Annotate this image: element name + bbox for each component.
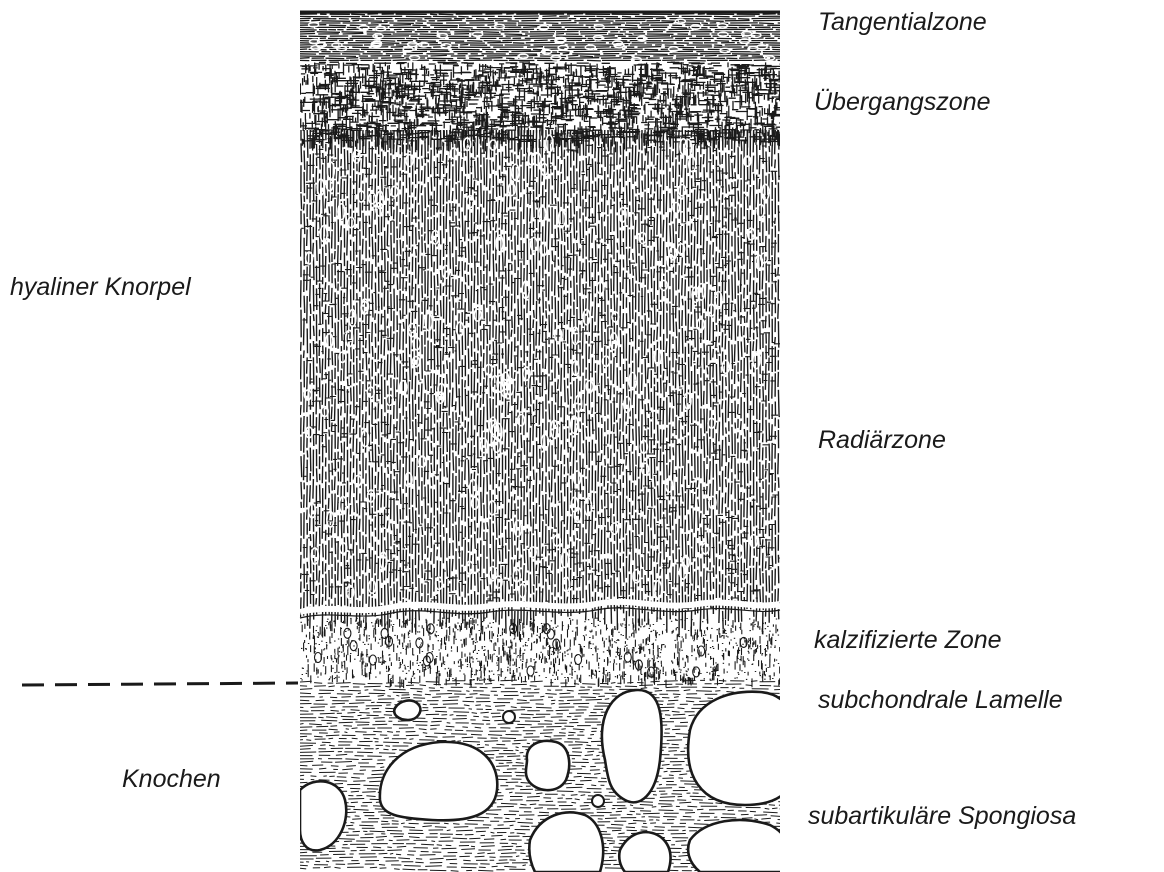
tangential-zone-texture bbox=[300, 12, 806, 62]
vessel-canal-2 bbox=[592, 795, 604, 807]
marrow-cavity-1 bbox=[380, 742, 497, 820]
transition-zone-label: Übergangszone bbox=[814, 90, 991, 115]
marrow-cavity-9 bbox=[394, 701, 420, 720]
marrow-cavity-8 bbox=[688, 820, 792, 872]
marrow-cavity-5 bbox=[300, 781, 346, 850]
subchondral-bone-texture bbox=[300, 680, 798, 872]
marrow-cavity-4 bbox=[688, 692, 798, 805]
calcified-zone-label: kalzifizierte Zone bbox=[814, 628, 1002, 653]
vessel-canal-1 bbox=[503, 711, 515, 723]
cartilage-bone-boundary-dashed-line bbox=[22, 683, 298, 685]
marrow-cavity-2 bbox=[526, 741, 569, 790]
marrow-cavity-7 bbox=[619, 832, 670, 872]
hyaline-cartilage-label: hyaliner Knorpel bbox=[10, 275, 191, 300]
marrow-cavity-6 bbox=[529, 812, 603, 872]
calcified-zone-texture bbox=[300, 618, 780, 688]
marrow-cavity-3 bbox=[602, 690, 662, 802]
bone-label: Knochen bbox=[122, 767, 221, 792]
radial-zone-texture bbox=[300, 130, 785, 639]
subarticular-spongiosa-label: subartikuläre Spongiosa bbox=[808, 804, 1076, 829]
subchondral-lamella-label: subchondrale Lamelle bbox=[818, 688, 1063, 713]
tangential-zone-label: Tangentialzone bbox=[818, 10, 987, 35]
radial-zone-label: Radiärzone bbox=[818, 428, 946, 453]
